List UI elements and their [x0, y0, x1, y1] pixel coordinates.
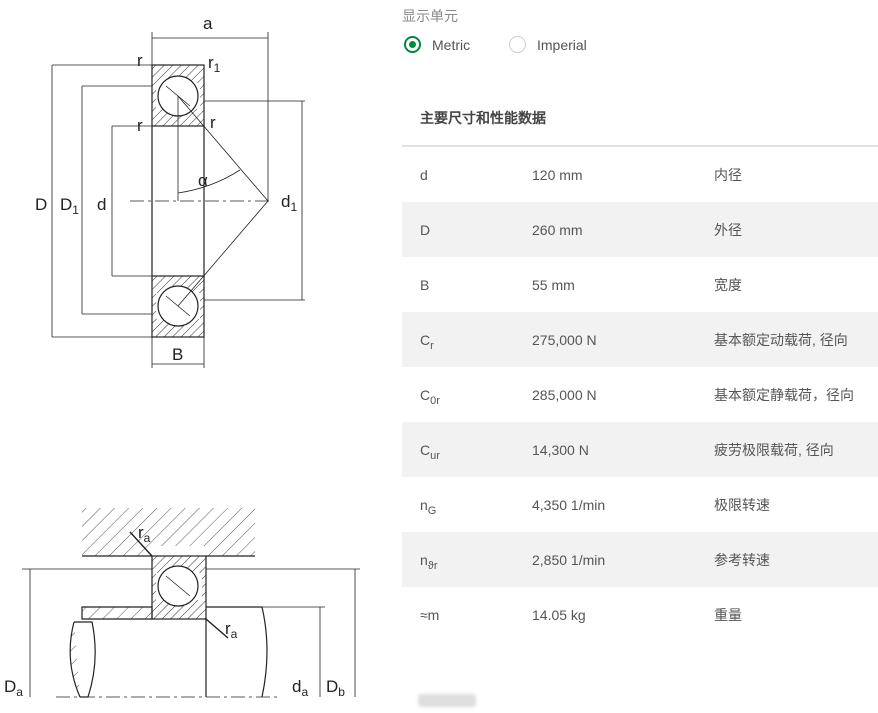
label-r-right: r — [210, 113, 216, 132]
svg-text:D1: D1 — [60, 195, 79, 217]
label-B: B — [172, 345, 183, 364]
radio-metric[interactable]: Metric — [404, 36, 470, 53]
label-D1: D — [60, 195, 72, 214]
row-symbol: d — [420, 166, 428, 183]
row-value: 2,850 1/min — [532, 551, 606, 568]
row-value: 14,300 N — [532, 441, 589, 458]
row-description: 宽度 — [714, 276, 742, 293]
row-description: 内径 — [714, 166, 742, 183]
svg-text:ra: ra — [138, 523, 151, 545]
row-description: 重量 — [714, 606, 742, 623]
row-value: 14.05 kg — [532, 606, 586, 623]
label-Db: D — [326, 677, 338, 696]
label-Da: D — [4, 677, 16, 696]
label-ra-top: r — [138, 523, 144, 542]
table-row: nϑr 2,850 1/min 参考转速 — [402, 532, 878, 587]
label-alpha: α — [198, 171, 208, 190]
svg-text:r1: r1 — [208, 53, 221, 75]
radio-imperial[interactable]: Imperial — [509, 36, 587, 53]
label-d: d — [97, 195, 106, 214]
row-symbol: Cur — [420, 441, 440, 462]
label-r-top: r — [137, 51, 143, 70]
mounting-labels: ra ra Da da Db — [4, 523, 345, 699]
row-symbol: C0r — [420, 386, 440, 407]
section-title: 主要尺寸和性能数据 — [420, 110, 546, 126]
bearing-section-drawing — [51, 32, 305, 368]
row-description: 极限转速 — [714, 496, 770, 513]
label-r1: r — [208, 53, 214, 72]
row-description: 基本额定静载荷，径向 — [714, 386, 854, 403]
svg-text:da: da — [292, 677, 308, 699]
radio-imperial-label: Imperial — [537, 36, 587, 53]
table-row: C0r 285,000 N 基本额定静载荷，径向 — [402, 367, 878, 422]
svg-text:Da: Da — [4, 677, 23, 699]
row-symbol: nG — [420, 496, 437, 517]
row-symbol: ≈m — [420, 606, 440, 623]
label-da: d — [292, 677, 301, 696]
specs-table: d 120 mm 内径 D 260 mm 外径 B 55 mm 宽度 Cr 27… — [402, 145, 878, 642]
mounting-drawing — [22, 508, 360, 698]
table-row: ≈m 14.05 kg 重量 — [402, 587, 878, 642]
table-row: D 260 mm 外径 — [402, 202, 878, 257]
label-d1: d — [281, 192, 290, 211]
label-a: a — [203, 14, 213, 33]
label-r-inner: r — [137, 116, 143, 135]
row-symbol: nϑr — [420, 551, 438, 572]
table-row: d 120 mm 内径 — [402, 147, 878, 202]
row-description: 参考转速 — [714, 551, 770, 568]
row-value: 4,350 1/min — [532, 496, 606, 513]
row-symbol: D — [420, 221, 431, 238]
row-value: 120 mm — [532, 166, 583, 183]
svg-text:Db: Db — [326, 677, 345, 699]
table-row: B 55 mm 宽度 — [402, 257, 878, 312]
bearing-drawings: a r r1 r r D D1 d d1 α B — [4, 14, 360, 699]
units-title: 显示单元 — [402, 8, 458, 24]
row-description: 疲劳极限载荷, 径向 — [714, 441, 834, 458]
label-ra-bottom: r — [225, 619, 231, 638]
row-value: 285,000 N — [532, 386, 597, 403]
radio-checked-icon[interactable] — [404, 36, 421, 53]
radio-metric-label: Metric — [432, 36, 471, 53]
bearing-section-labels: a r r1 r r D D1 d d1 α B — [35, 14, 297, 364]
row-description: 外径 — [714, 221, 742, 238]
row-symbol: Cr — [420, 331, 434, 352]
svg-text:ra: ra — [225, 619, 238, 641]
label-D: D — [35, 195, 47, 214]
radio-unchecked-icon[interactable] — [509, 36, 526, 53]
svg-text:d1: d1 — [281, 192, 297, 214]
row-value: 275,000 N — [532, 331, 597, 348]
table-row: Cur 14,300 N 疲劳极限载荷, 径向 — [402, 422, 878, 477]
blurred-watermark — [418, 694, 476, 707]
table-row: nG 4,350 1/min 极限转速 — [402, 477, 878, 532]
row-value: 55 mm — [532, 276, 575, 293]
row-description: 基本额定动载荷, 径向 — [714, 331, 848, 348]
table-row: Cr 275,000 N 基本额定动载荷, 径向 — [402, 312, 878, 367]
row-value: 260 mm — [532, 221, 583, 238]
row-symbol: B — [420, 276, 430, 293]
